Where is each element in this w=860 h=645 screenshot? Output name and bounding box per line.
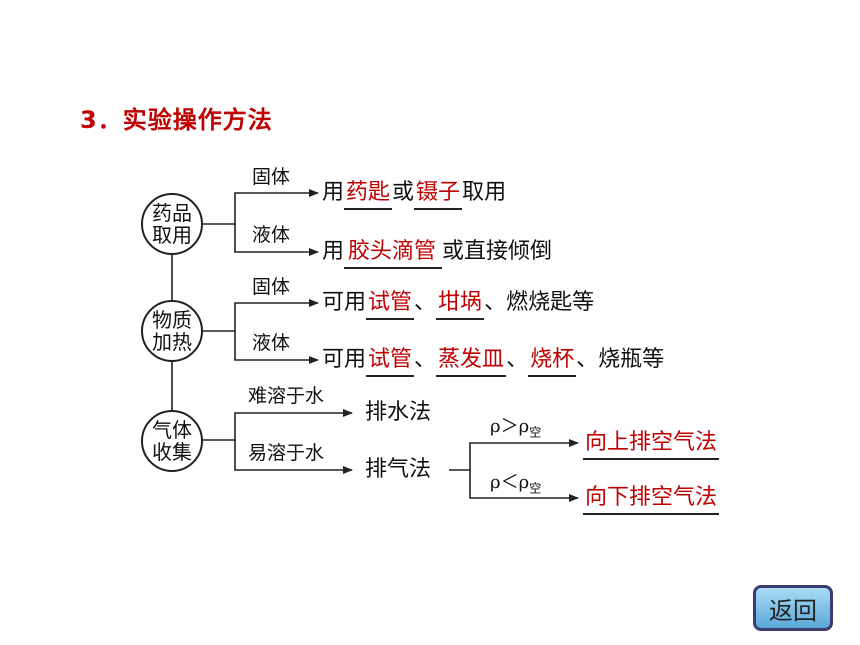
branch-label-insoluble: 难溶于水 xyxy=(248,385,325,407)
answer-tweezers: 镊子 xyxy=(414,178,463,210)
branch-label-soluble: 易溶于水 xyxy=(248,442,325,464)
branch-label-liquid-1: 液体 xyxy=(252,224,291,246)
answer-test-tube-2: 试管 xyxy=(366,345,415,377)
row-solid-taking: 用药匙或镊子取用 xyxy=(322,178,506,210)
node-drug-taking: 药品 取用 xyxy=(141,193,203,255)
row-liquid-heating: 可用试管、蒸发皿、烧杯、烧瓶等 xyxy=(322,345,664,377)
row-liquid-taking: 用胶头滴管或直接倾倒 xyxy=(322,237,552,269)
back-button[interactable]: 返回 xyxy=(753,585,833,631)
answer-dropper: 胶头滴管 xyxy=(344,237,443,269)
answer-beaker: 烧杯 xyxy=(528,345,577,377)
node-gas-collection: 气体 收集 xyxy=(141,410,203,472)
answer-test-tube-1: 试管 xyxy=(366,288,415,320)
method-water-displacement: 排水法 xyxy=(365,400,432,425)
answer-spoon: 药匙 xyxy=(344,178,393,210)
answer-evaporating-dish: 蒸发皿 xyxy=(436,345,507,377)
condition-greater: ρ＞ρ空 xyxy=(490,416,542,440)
answer-upward-air-displacement: 向上排空气法 xyxy=(583,428,720,460)
node-substance-heating: 物质 加热 xyxy=(141,300,203,362)
row-solid-heating: 可用试管、坩埚、燃烧匙等 xyxy=(322,288,594,320)
condition-less: ρ＜ρ空 xyxy=(490,472,542,496)
method-air-displacement: 排气法 xyxy=(365,457,432,482)
branch-label-solid-1: 固体 xyxy=(252,166,291,188)
answer-downward-air-displacement: 向下排空气法 xyxy=(583,483,720,515)
branch-label-liquid-2: 液体 xyxy=(252,332,291,354)
branch-label-solid-2: 固体 xyxy=(252,276,291,298)
answer-crucible: 坩埚 xyxy=(436,288,485,320)
page-title: 3．实验操作方法 xyxy=(80,106,273,134)
